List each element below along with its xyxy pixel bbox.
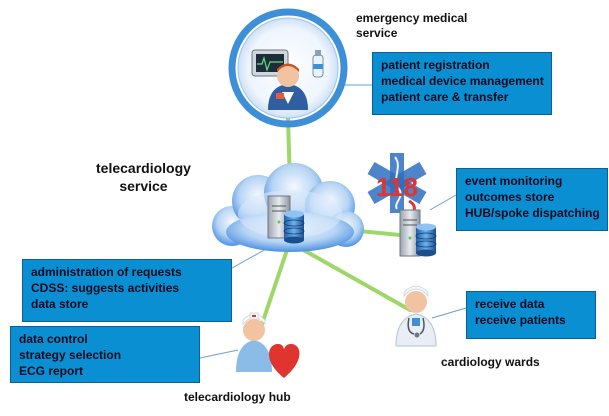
oxygen-bottle-icon: [312, 50, 324, 78]
heart-icon: [269, 344, 300, 378]
link-cloud-to-wards: [298, 246, 412, 312]
ems-label-line-2: service: [356, 26, 398, 40]
paramedic-icon: [268, 63, 308, 110]
ems-label-line-1: emergency medical: [356, 11, 468, 25]
link-cloud-to-hub: [258, 248, 289, 332]
telecardiology-service-line-1: telecardiology: [96, 160, 191, 176]
dispatch-database-icon: [415, 223, 437, 257]
admin-function-item: administration of requests: [31, 265, 182, 279]
event-function-item: HUB/spoke dispatching: [465, 206, 600, 220]
hub-function-item: data control: [19, 332, 88, 346]
hub-function-item: ECG report: [19, 364, 84, 378]
cloud-database-icon: [283, 210, 305, 244]
ems-function-item: patient registration: [381, 58, 490, 72]
nurse-icon: [236, 312, 272, 372]
emergency-number-118: 118: [376, 172, 418, 202]
star-of-life-icon: [367, 153, 427, 213]
ems-function-item: medical device management: [381, 74, 544, 88]
cardiology-wards-label: cardiology wards: [441, 355, 540, 369]
wards-function-item: receive data: [475, 297, 545, 311]
ems-label: emergency medical service: [356, 11, 467, 41]
hub-function-item: strategy selection: [19, 348, 122, 362]
event-function-item: event monitoring: [465, 174, 563, 188]
ems-functions-box: patient registration medical device mana…: [372, 52, 552, 115]
admin-function-item: CDSS: suggests activities: [31, 281, 180, 295]
hub-functions-box: data control strategy selection ECG repo…: [10, 326, 200, 383]
admin-function-item: data store: [31, 297, 89, 311]
event-function-item: outcomes store: [465, 190, 555, 204]
telecardiology-service-label: telecardiology service: [96, 160, 191, 195]
box-leader-lines: [199, 84, 467, 359]
telecardiology-service-line-2: service: [119, 177, 168, 194]
wards-functions-box: receive data receive patients: [466, 291, 596, 339]
admin-functions-box: administration of requests CDSS: suggest…: [22, 259, 232, 322]
telecardiology-hub-label: telecardiology hub: [184, 390, 291, 404]
ems-function-item: patient care & transfer: [381, 90, 509, 104]
event-functions-box: event monitoring outcomes store HUB/spok…: [456, 168, 608, 231]
wards-function-item: receive patients: [475, 313, 566, 327]
doctor-icon: [395, 285, 437, 347]
